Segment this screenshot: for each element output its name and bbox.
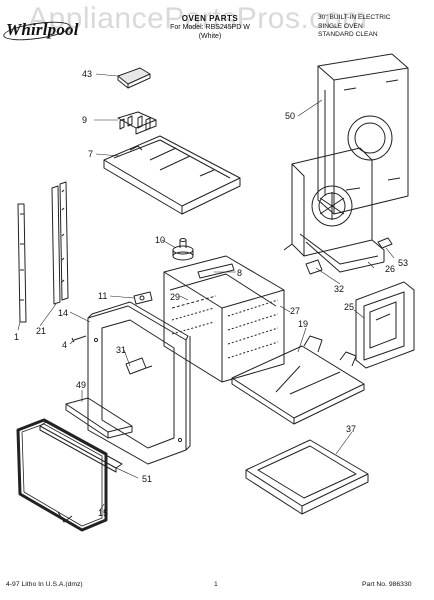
part-32-cover (117, 67, 151, 89)
part-14-front-frame (87, 301, 191, 465)
part-9-thermostat (172, 238, 194, 261)
callout-26: 26 (385, 264, 395, 274)
callout-8: 8 (237, 268, 242, 278)
callout-14: 14 (58, 308, 68, 318)
callout-9: 10 (155, 235, 165, 245)
callout-15: 15 (98, 508, 108, 518)
brand-name: Whirlpool (6, 20, 79, 39)
callout-1: 1 (14, 332, 19, 342)
diagram-title: OVEN PARTS (181, 14, 239, 23)
callout-4: 4 (62, 340, 67, 350)
part-31-switch (125, 357, 153, 375)
callout-53: 53 (398, 258, 408, 268)
callout-25: 25 (344, 302, 354, 312)
part-19-bottom-panel (231, 335, 365, 425)
part-number: Part No. 986330 (362, 581, 412, 588)
callout-19: 19 (298, 319, 308, 329)
brand-logo: Whirlpool (2, 18, 79, 44)
color-line: (White) (198, 33, 222, 40)
product-line-2: SINGLE OVEN (318, 22, 363, 30)
page-number: 1 (214, 581, 218, 588)
callout-31: 31 (116, 345, 126, 355)
callout-37: 32 (334, 284, 344, 294)
part-27-oven-cavity (163, 255, 285, 383)
part-49-vent-strip (65, 397, 133, 439)
part-50-rear-panel (317, 53, 409, 215)
product-line-1: 30" BUILT-IN ELECTRIC (318, 14, 391, 21)
litho-note: 4-97 Litho In U.S.A.(dmz) (6, 581, 83, 588)
callout-11: 11 (98, 291, 107, 301)
part-43-lower-tray (245, 439, 369, 515)
product-description: 30" BUILT-IN ELECTRIC SINGLE OVEN STANDA… (318, 14, 428, 40)
part-10-bracket (117, 111, 157, 135)
callout-51: 51 (142, 474, 152, 484)
part-7-shield (103, 135, 241, 215)
title-block: OVEN PARTS For Model: RBS245PD W (White) (150, 14, 270, 41)
part-11-clip (133, 291, 153, 305)
part-21-trim-strips (17, 181, 69, 323)
watermark: AppliancePartsPros.com (28, 2, 368, 35)
callout-29: 29 (170, 292, 180, 302)
part-25-side-panel (355, 281, 415, 369)
callout-43: 37 (346, 424, 356, 434)
part-rear-heater-assembly (283, 147, 393, 275)
product-line-3: STANDARD CLEAN (318, 31, 378, 39)
part-4-screw (71, 335, 87, 343)
callout-10: 9 (82, 115, 87, 125)
part-51-door-trim (39, 421, 123, 473)
callout-labels: 43 9 7 50 10 8 11 29 27 14 4 31 19 25 26… (14, 69, 408, 518)
callout-7: 7 (88, 149, 93, 159)
callout-49: 49 (76, 380, 86, 390)
callout-21: 21 (36, 326, 46, 336)
part-15-door-gasket (16, 418, 108, 532)
leader-lines (17, 73, 395, 511)
callout-50: 50 (285, 111, 295, 121)
callout-32: 43 (82, 69, 92, 79)
model-line: For Model: RBS245PD W (170, 24, 250, 31)
callout-27: 27 (290, 306, 300, 316)
